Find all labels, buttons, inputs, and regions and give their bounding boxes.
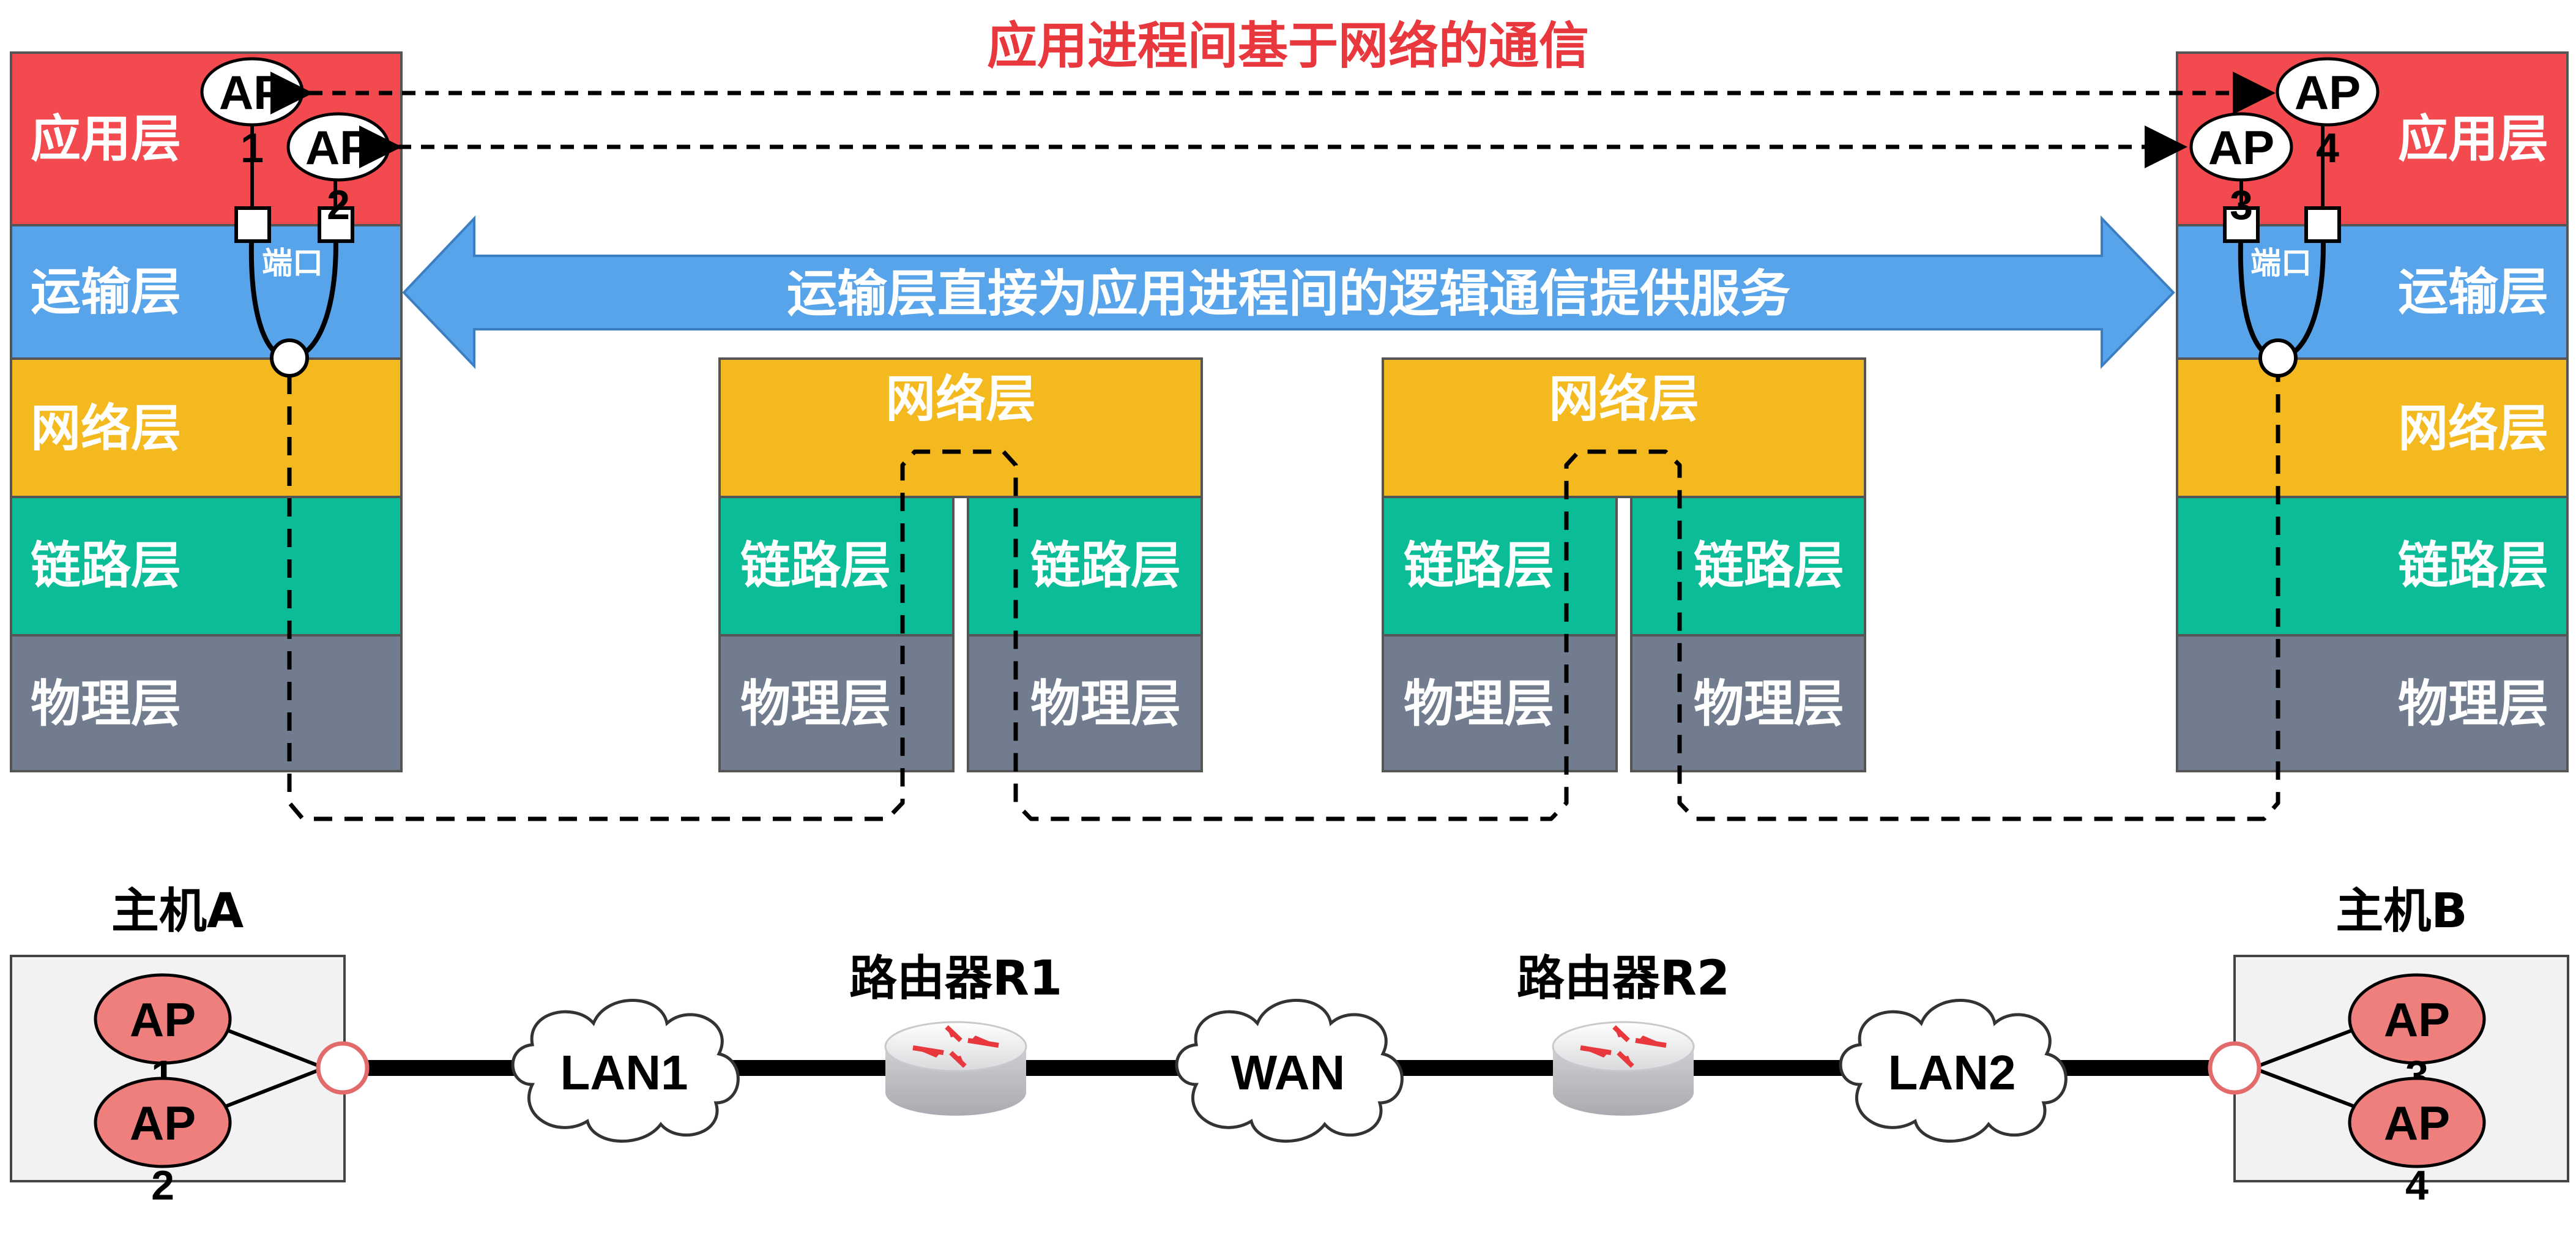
router-r1-label: 路由器R1 [849, 951, 1062, 1006]
host-b-application-label: 应用层 [2398, 110, 2548, 168]
host-a-physical-label: 物理层 [31, 675, 181, 733]
host-a-transport-sap [270, 338, 309, 378]
host-a-ap1-text: AP [130, 993, 196, 1047]
r1-physical-layer-right [967, 634, 1203, 772]
host-b-ap3-label: AP [2208, 121, 2274, 174]
router-r2: 路由器R2 [1517, 951, 1730, 1116]
data-path-dashed [287, 376, 2280, 821]
host-b-ap4-text: AP [2384, 1096, 2450, 1150]
r2-link-layer-left [1382, 496, 1618, 636]
lan2-label: LAN2 [1888, 1045, 2016, 1100]
host-a-transport-label: 运输层 [31, 263, 181, 321]
router-r1-icon [884, 1021, 1027, 1116]
host-b-network-layer [2176, 357, 2569, 498]
r1-link-layer-right [967, 496, 1203, 636]
host-a-ap2-connector [224, 1066, 326, 1108]
host-a-label: 主机A [111, 884, 244, 939]
r1-network-layer [718, 357, 1203, 498]
r2-link-label-right: 链路层 [1694, 537, 1844, 595]
router-r2-icon [1552, 1021, 1695, 1116]
router-r2-label: 路由器R2 [1517, 951, 1730, 1006]
r2-physical-label-left: 物理层 [1404, 675, 1554, 733]
host-b-ap4-num: 4 [2405, 1162, 2429, 1209]
r1-link-label-left: 链路层 [740, 537, 891, 595]
host-a-ap1-label: AP [219, 65, 285, 119]
host-b-ap4 [2348, 1077, 2486, 1168]
r2-link-label-left: 链路层 [1404, 537, 1554, 595]
host-a-link-label: 链路层 [31, 537, 181, 595]
host-b-box: 主机B AP 3 AP 4 [2208, 884, 2569, 1209]
r1-link-label-right: 链路层 [1030, 537, 1181, 595]
host-b-interface [2208, 1041, 2261, 1095]
router-r1: 路由器R1 [849, 951, 1062, 1116]
host-b-port-3 [2223, 206, 2260, 243]
host-b-network-label: 网络层 [2398, 400, 2548, 458]
host-b-physical-label: 物理层 [2398, 675, 2548, 733]
diagram-title: 应用进程间基于网络的通信 [987, 17, 1589, 75]
host-a-stack: 应用层 运输层 网络层 链路层 物理层 端口 AP 1 AP 2 [10, 51, 403, 772]
router-r1-stack: 网络层 链路层 链路层 物理层 物理层 [718, 357, 1203, 772]
lan1-label: LAN1 [560, 1045, 688, 1100]
host-a-ap1-number: 1 [240, 125, 264, 171]
wan-label: WAN [1231, 1045, 1346, 1100]
r2-network-label: 网络层 [1549, 370, 1699, 428]
host-b-link-layer [2176, 496, 2569, 636]
r1-link-layer-left [718, 496, 955, 636]
host-a-ap2-label: AP [305, 121, 371, 174]
host-b-ap3 [2348, 973, 2486, 1065]
host-a-port-label: 端口 [262, 245, 323, 281]
host-b-ap3-number: 3 [2230, 182, 2253, 228]
wan-cloud: WAN [1175, 999, 1404, 1143]
host-a-ap2-text: AP [130, 1096, 196, 1150]
r1-physical-layer-left [718, 634, 955, 772]
lan2-cloud: LAN2 [1839, 999, 2068, 1143]
r1-physical-label-left: 物理层 [740, 675, 891, 733]
transport-banner-text: 运输层直接为应用进程间的逻辑通信提供服务 [787, 265, 1790, 323]
host-b-transport-sap [2258, 338, 2298, 378]
host-a-ap2 [94, 1077, 232, 1168]
r1-physical-label-right: 物理层 [1030, 675, 1181, 733]
host-a-application-label: 应用层 [31, 110, 181, 168]
host-a-link-layer [10, 496, 403, 636]
host-b-link-label: 链路层 [2398, 537, 2548, 595]
host-b-port-4 [2304, 206, 2341, 243]
host-a-interface [316, 1041, 370, 1095]
host-a-box: 主机A AP 1 AP 2 [10, 884, 370, 1209]
r2-link-layer-right [1630, 496, 1866, 636]
host-b-ap4-label: AP [2295, 65, 2361, 119]
host-a-ap2-num: 2 [151, 1162, 174, 1209]
host-b-ap4-connector [2252, 1066, 2356, 1108]
host-a-ap1 [94, 973, 232, 1065]
host-b-port-label: 端口 [2250, 245, 2312, 281]
host-b-ap3-connector [2252, 1028, 2356, 1070]
transport-banner-arrow [402, 215, 2175, 369]
host-a-ap1-connector [224, 1028, 326, 1070]
r1-network-label: 网络层 [885, 370, 1036, 428]
r2-physical-layer-left [1382, 634, 1618, 772]
host-b-physical-layer [2176, 634, 2569, 772]
host-b-ap4-number: 4 [2316, 125, 2339, 171]
router-r2-stack: 网络层 链路层 链路层 物理层 物理层 [1382, 357, 1866, 772]
host-b-ap4-bubble [2276, 57, 2380, 127]
lan1-cloud: LAN1 [511, 999, 740, 1143]
host-a-network-label: 网络层 [31, 400, 181, 458]
host-b-label: 主机B [2336, 884, 2467, 939]
r2-network-layer [1382, 357, 1866, 498]
host-a-network-layer [10, 357, 403, 498]
host-a-port-1 [234, 206, 271, 243]
r2-physical-label-right: 物理层 [1694, 675, 1844, 733]
host-b-ap3-text: AP [2384, 993, 2450, 1047]
host-a-port-2 [318, 206, 354, 243]
host-a-ap2-number: 2 [327, 182, 350, 228]
host-b-stack: 应用层 运输层 网络层 链路层 物理层 端口 AP 3 AP 4 [2176, 51, 2569, 772]
host-a-physical-layer [10, 634, 403, 772]
r2-physical-layer-right [1630, 634, 1866, 772]
host-b-transport-label: 运输层 [2398, 263, 2548, 321]
